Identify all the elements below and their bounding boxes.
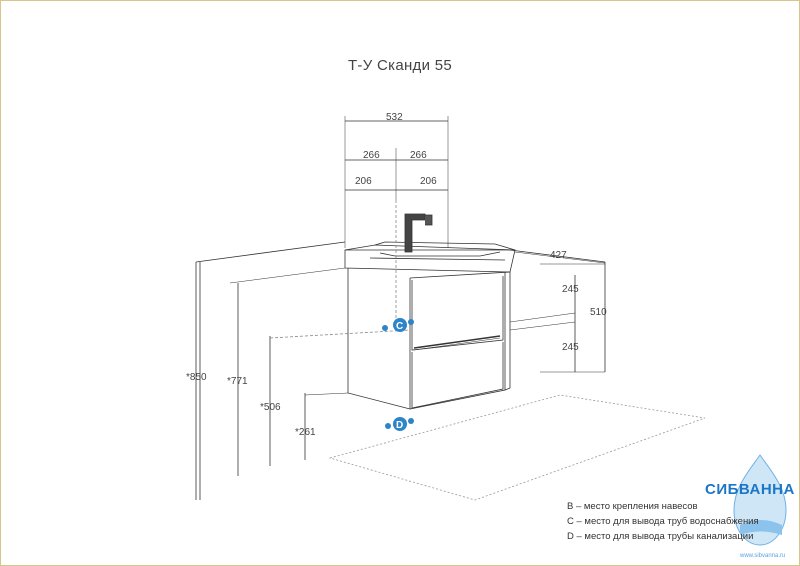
- dim-532: 532: [386, 112, 403, 123]
- marker-c-label: C: [396, 321, 403, 332]
- dim-427: 427: [550, 250, 567, 261]
- legend-item-c: C – место для вывода труб водоснабжения: [567, 516, 759, 527]
- dim-206-left: 206: [355, 176, 372, 187]
- dim-261: *261: [295, 427, 316, 438]
- dim-245-upper: 245: [562, 284, 579, 295]
- dim-510: 510: [590, 307, 607, 318]
- dim-266-left: 266: [363, 150, 380, 161]
- marker-d: [393, 417, 407, 431]
- marker-d-dot-left: [385, 423, 391, 429]
- marker-c: [393, 318, 407, 332]
- brand-name: СИБВАННА: [705, 481, 795, 498]
- legend: B – место крепления навесов C – место дл…: [567, 499, 759, 544]
- marker-b-dot-right: [408, 319, 414, 325]
- dim-506: *506: [260, 402, 281, 413]
- legend-item-d: D – место для вывода трубы канализации: [567, 531, 754, 542]
- drawing-title: Т-У Сканди 55: [347, 57, 453, 74]
- marker-d-dot-right: [408, 418, 414, 424]
- dim-245-lower: 245: [562, 342, 579, 353]
- dim-771: *771: [227, 376, 248, 387]
- brand-logo-icon: [733, 454, 787, 546]
- brand-url: www.sibvanna.ru: [740, 553, 786, 559]
- dim-266-right: 266: [410, 150, 427, 161]
- marker-d-group: D: [385, 417, 414, 431]
- marker-b-dot-left: [382, 325, 388, 331]
- marker-d-label: D: [396, 420, 403, 431]
- marker-b-group: C: [382, 318, 414, 332]
- dim-850: *850: [186, 372, 207, 383]
- legend-item-b: B – место крепления навесов: [567, 501, 698, 512]
- dim-206-right: 206: [420, 176, 437, 187]
